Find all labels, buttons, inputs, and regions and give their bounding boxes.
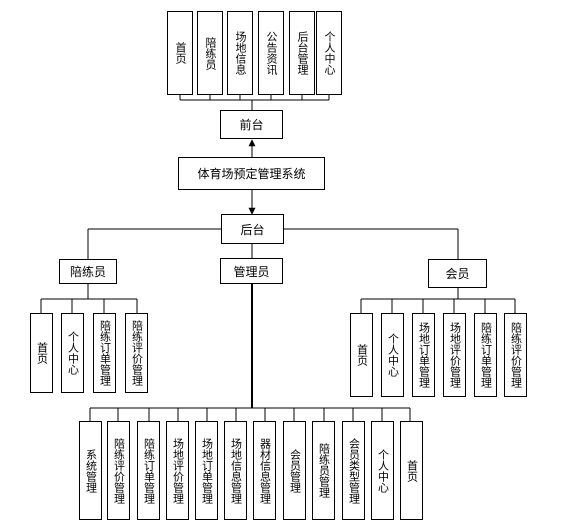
member-module-home: 首页	[350, 313, 373, 397]
role-trainer: 陪练员	[59, 259, 117, 284]
admin-module-equipment-info: 器材信息管理	[253, 421, 276, 520]
admin-module-venue-orders: 场地订单管理	[195, 421, 218, 520]
admin-module-venue-reviews: 场地评价管理	[166, 421, 189, 520]
admin-module-trainers: 陪练员管理	[312, 421, 335, 520]
admin-module-training-orders: 陪练订单管理	[137, 421, 160, 520]
frontend-module-venue-info: 场地信息	[227, 11, 253, 95]
frontend-module-backend-admin: 后台管理	[289, 11, 315, 95]
frontend-module-trainer: 陪练员	[197, 11, 223, 95]
admin-module-system: 系统管理	[79, 421, 102, 520]
trainer-module-training-orders: 陪练订单管理	[93, 313, 116, 393]
frontend-module-announcements: 公告资讯	[258, 11, 284, 95]
admin-module-venue-info: 场地信息管理	[224, 421, 247, 520]
system-node: 体育场预定管理系统	[178, 157, 325, 190]
frontend-module-personal-center: 个人中心	[316, 11, 342, 95]
admin-module-personal-center: 个人中心	[371, 421, 394, 520]
member-module-training-orders: 陪练订单管理	[474, 313, 497, 397]
trainer-module-personal-center: 个人中心	[61, 313, 84, 393]
backend-node: 后台	[221, 214, 284, 244]
trainer-module-home: 首页	[30, 313, 53, 393]
admin-module-training-reviews: 陪练评价管理	[107, 421, 130, 520]
member-module-venue-reviews: 场地评价管理	[443, 313, 466, 397]
frontend-module-home: 首页	[167, 11, 193, 95]
role-member: 会员	[428, 259, 487, 288]
frontend-node: 前台	[220, 110, 283, 139]
trainer-module-training-reviews: 陪练评价管理	[125, 313, 148, 393]
member-module-venue-orders: 场地订单管理	[412, 313, 435, 397]
member-module-training-reviews: 陪练评价管理	[504, 313, 527, 397]
member-module-personal-center: 个人中心	[381, 313, 404, 397]
admin-module-member-types: 会员类型管理	[342, 421, 365, 520]
admin-module-members: 会员管理	[283, 421, 306, 520]
role-admin: 管理员	[220, 258, 283, 284]
admin-module-home: 首页	[400, 421, 423, 520]
